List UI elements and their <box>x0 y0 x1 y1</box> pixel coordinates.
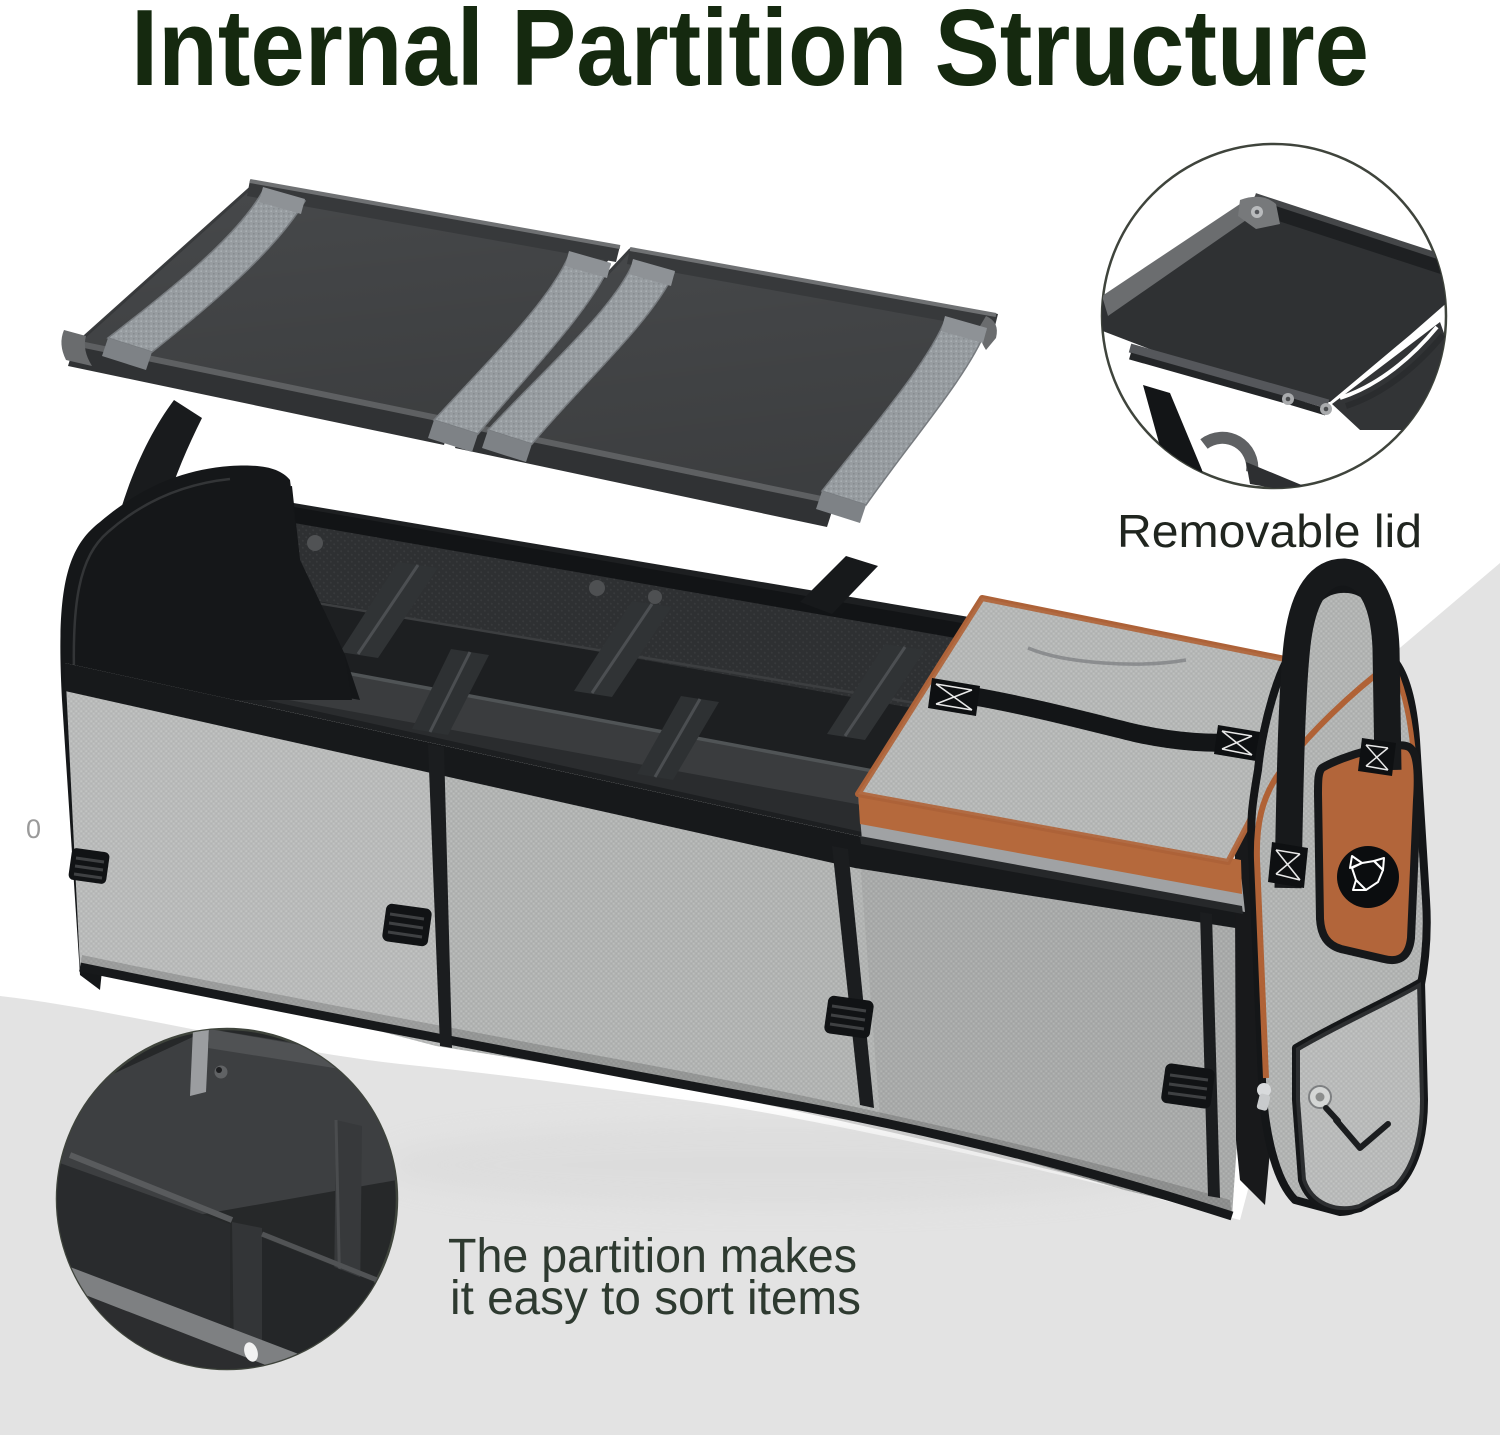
svg-text:Internal Partition Structure: Internal Partition Structure <box>131 0 1369 109</box>
svg-text:0: 0 <box>26 814 41 844</box>
svg-text:it easy to sort items: it easy to sort items <box>450 1272 861 1325</box>
svg-text:The partition makes: The partition makes <box>448 1230 857 1283</box>
svg-text:Removable lid: Removable lid <box>1117 505 1422 557</box>
